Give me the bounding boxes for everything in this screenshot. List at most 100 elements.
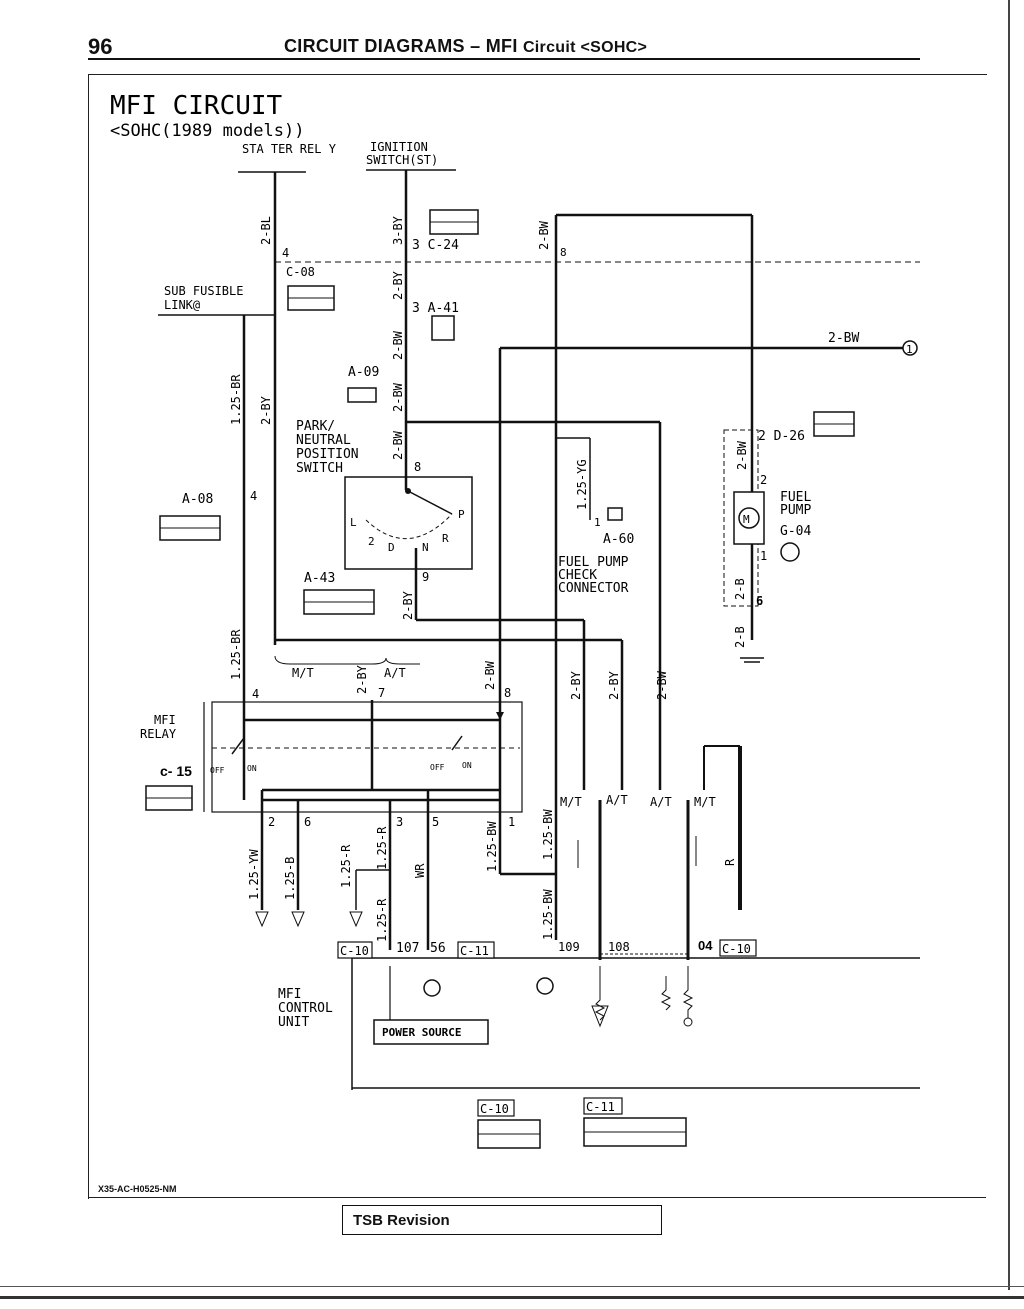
svg-text:1: 1 xyxy=(594,516,601,529)
mfi-relay-box xyxy=(211,701,523,813)
svg-text:2: 2 xyxy=(268,815,275,829)
svg-text:2-BY: 2-BY xyxy=(259,395,273,425)
connector-g04-icon xyxy=(780,542,800,562)
svg-text:D: D xyxy=(388,541,395,554)
page-bottom-rule-2 xyxy=(0,1296,1024,1299)
svg-text:R: R xyxy=(442,532,449,545)
svg-text:1.25-B: 1.25-B xyxy=(283,857,297,900)
mt-label-3: M/T xyxy=(694,795,716,809)
pin-56: 56 xyxy=(430,941,446,956)
mfi-relay-label-2: RELAY xyxy=(140,727,177,741)
svg-text:1.25-BW: 1.25-BW xyxy=(541,889,555,940)
svg-text:2: 2 xyxy=(368,535,375,548)
mfi-relay-label-1: MFI xyxy=(154,713,176,727)
g04-label: G-04 xyxy=(780,524,811,539)
svg-text:L: L xyxy=(350,516,357,529)
off-label-1: OFF xyxy=(210,766,225,775)
connector-c11-icon-2 xyxy=(583,1097,623,1115)
diagram-title-line1: MFI CIRCUIT xyxy=(110,91,283,121)
park-neutral-switch xyxy=(344,476,473,570)
svg-text:1.25-R: 1.25-R xyxy=(375,898,389,942)
diagram-frame xyxy=(88,74,987,1199)
svg-text:1.25-R: 1.25-R xyxy=(339,844,353,888)
svg-text:2-B: 2-B xyxy=(733,626,747,648)
svg-text:WR: WR xyxy=(413,863,427,878)
a43-label: A-43 xyxy=(304,571,335,586)
svg-text:2-BL: 2-BL xyxy=(259,216,273,245)
svg-text:5: 5 xyxy=(432,815,439,829)
svg-text:1.25-YW: 1.25-YW xyxy=(247,849,261,900)
page-edge xyxy=(1008,0,1010,1290)
svg-text:1: 1 xyxy=(760,549,767,563)
power-source-label: POWER SOURCE xyxy=(382,1026,461,1039)
svg-text:N: N xyxy=(422,541,429,554)
svg-text:1.25-BR: 1.25-BR xyxy=(229,374,243,425)
title-sub: Circuit <SOHC> xyxy=(522,39,648,56)
fpc-label-3: CONNECTOR xyxy=(558,581,629,596)
tsb-revision-label: TSB Revision xyxy=(353,1212,450,1229)
connector-c11-icon-1 xyxy=(457,941,495,959)
svg-text:2-B: 2-B xyxy=(733,578,747,600)
svg-text:1.25-YG: 1.25-YG xyxy=(575,459,589,510)
off-label-2: OFF xyxy=(430,763,445,772)
connector-a09-icon xyxy=(347,387,377,403)
footer-rule xyxy=(88,1197,986,1198)
at-label-1: A/T xyxy=(384,666,406,680)
svg-text:8: 8 xyxy=(414,460,421,474)
svg-text:1.25-BR: 1.25-BR xyxy=(229,629,243,680)
svg-text:2-BW: 2-BW xyxy=(391,330,405,360)
c11-label-2: C-11 xyxy=(586,1100,615,1114)
mt-label-2: M/T xyxy=(560,795,582,809)
page-bottom-rule-1 xyxy=(0,1286,1024,1287)
park-label-1: PARK/ xyxy=(296,419,335,434)
svg-text:3: 3 xyxy=(396,815,403,829)
fpc-label-2: CHECK xyxy=(558,568,597,583)
c10-label-3: C-10 xyxy=(480,1102,509,1116)
motor-icon xyxy=(738,507,760,529)
title-dash: – xyxy=(470,36,481,56)
resistor-icon-2 xyxy=(660,976,672,1011)
pin-108: 108 xyxy=(608,940,630,954)
svg-text:2-BW: 2-BW xyxy=(391,430,405,460)
svg-text:2-BY: 2-BY xyxy=(569,670,583,700)
page-header: 96 CIRCUIT DIAGRAMS – MFI Circuit <SOHC> xyxy=(88,34,920,60)
fpc-label-1: FUEL PUMP xyxy=(558,555,629,570)
svg-text:2-BY: 2-BY xyxy=(355,664,369,694)
c11-label-1: C-11 xyxy=(460,944,489,958)
connector-c10-icon-1 xyxy=(337,941,373,959)
pin-04: 04 xyxy=(698,938,713,953)
svg-text:3-BY: 3-BY xyxy=(391,215,405,245)
park-label-3: POSITION xyxy=(296,447,359,462)
diagram-code: X35-AC-H0525-NM xyxy=(98,1184,177,1194)
on-label-2: ON xyxy=(462,761,472,770)
transistor-icon-2 xyxy=(536,977,554,995)
at-label-2: A/T xyxy=(606,793,628,807)
svg-text:2-BY: 2-BY xyxy=(391,270,405,300)
c10-label-1: C-10 xyxy=(340,944,369,958)
connector-a-icon xyxy=(255,911,269,928)
at-label-3: A/T xyxy=(650,795,672,809)
resistor-icon-3 xyxy=(682,966,694,1022)
tsb-revision-box: TSB Revision xyxy=(342,1205,662,1235)
park-label-2: NEUTRAL xyxy=(296,433,351,448)
diagram-title-line2: <SOHC(1989 models)) xyxy=(110,121,304,141)
c08-label: C-08 xyxy=(286,265,315,279)
c10-label-2: C-10 xyxy=(722,942,751,956)
svg-text:P: P xyxy=(458,508,465,521)
d26-label: 2 D-26 xyxy=(758,429,805,444)
svg-text:4: 4 xyxy=(282,246,289,260)
wire-2bw-right: 2-BW xyxy=(828,331,859,346)
svg-text:1.25-BW: 1.25-BW xyxy=(541,809,555,860)
pin-107: 107 xyxy=(396,941,419,956)
svg-text:8: 8 xyxy=(504,686,511,700)
svg-text:2-BY: 2-BY xyxy=(401,590,415,620)
on-label-1: ON xyxy=(247,764,257,773)
svg-text:1: 1 xyxy=(508,815,515,829)
svg-text:R: R xyxy=(723,858,737,866)
arrow-down-icon xyxy=(591,1005,609,1028)
connector-a60-icon xyxy=(607,507,623,521)
mt-label-1: M/T xyxy=(292,666,314,680)
connection-circle-icon xyxy=(902,340,918,356)
diode-icon xyxy=(496,712,504,720)
resistor-icon-1 xyxy=(594,966,606,1021)
